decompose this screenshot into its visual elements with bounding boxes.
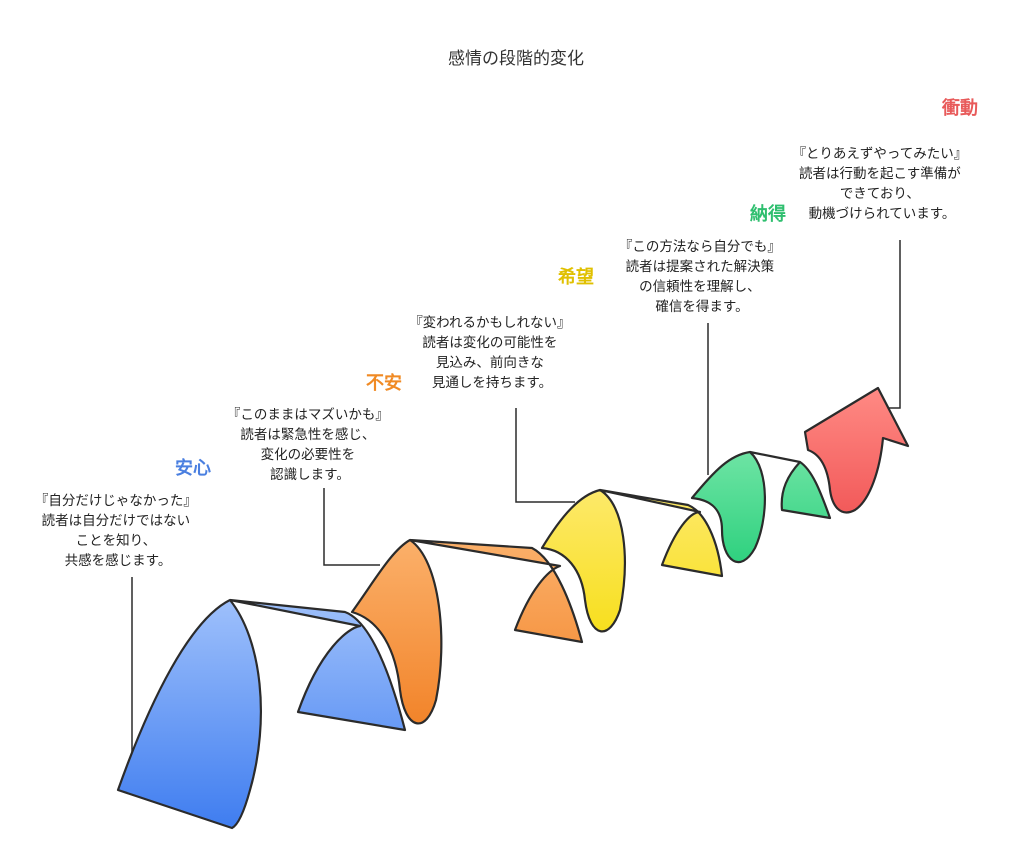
stage-label-anshin: 安心 bbox=[175, 457, 211, 479]
stage-label-kibou: 希望 bbox=[558, 266, 594, 288]
diagram-title: 感情の段階的変化 bbox=[448, 49, 584, 69]
band-yellow bbox=[540, 488, 724, 633]
stage-desc-anshin: 『自分だけじゃなかった』 読者は自分だけではない ことを知り、 共感を感じます。 bbox=[35, 493, 201, 569]
leader-line-3 bbox=[515, 408, 575, 503]
stage-desc-shoudou: 『とりあえずやってみたい』 読者は行動を起こす準備が できており、 動機づけられ… bbox=[792, 146, 971, 222]
stage-label-fuan: 不安 bbox=[366, 372, 402, 394]
band-orange bbox=[350, 538, 584, 725]
band-red-arrow bbox=[803, 386, 910, 514]
band-green bbox=[690, 450, 832, 564]
band-blue bbox=[116, 598, 407, 830]
stage-desc-nattoku: 『この方法なら自分でも』 読者は提案された解決策 の信頼性を理解し、 確信を得ま… bbox=[619, 239, 785, 315]
stage-desc-fuan: 『このままはマズいかも』 読者は緊急性を感じ、 変化の必要性を 認識します。 bbox=[227, 407, 393, 483]
leader-line-5 bbox=[888, 240, 901, 409]
leader-line-2 bbox=[323, 488, 380, 566]
stage-desc-kibou: 『変われるかもしれない』 読者は変化の可能性を 見込み、前向きな 見通しを持ちま… bbox=[409, 314, 575, 391]
stage-label-nattoku: 納得 bbox=[750, 203, 786, 225]
stage-label-shoudou: 衝動 bbox=[941, 97, 978, 119]
